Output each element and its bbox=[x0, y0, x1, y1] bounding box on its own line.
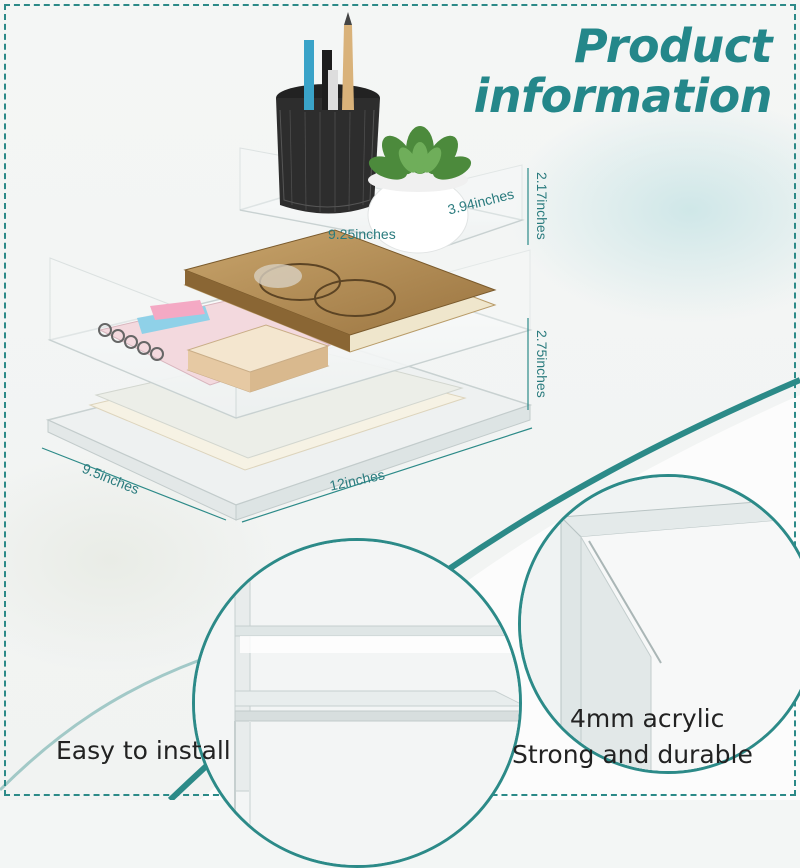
stacking-detail-image bbox=[195, 541, 519, 865]
page-title: Product information bbox=[442, 19, 773, 123]
dimension-lines bbox=[41, 168, 533, 523]
dimension-top-width: 9.25inches bbox=[328, 226, 396, 242]
title-line-2: information bbox=[473, 68, 773, 123]
title-line-1: Product bbox=[573, 19, 773, 73]
feature-caption-durability: Strong and durable bbox=[512, 740, 753, 769]
acrylic-organizer-illustration bbox=[41, 12, 533, 523]
dimension-middle-height: 2.75inches bbox=[534, 330, 550, 398]
feature-caption-material: 4mm acrylic bbox=[570, 704, 725, 733]
middle-tier bbox=[47, 229, 533, 419]
detail-circle-acrylic bbox=[518, 474, 800, 774]
acrylic-edge-detail-image bbox=[521, 477, 800, 771]
detail-circle-stacking bbox=[192, 538, 522, 868]
notebook-rings bbox=[98, 323, 164, 361]
dimension-top-height: 2.17inches bbox=[534, 172, 550, 240]
feature-caption-easy-install: Easy to install bbox=[56, 736, 231, 765]
top-tier bbox=[239, 12, 525, 254]
